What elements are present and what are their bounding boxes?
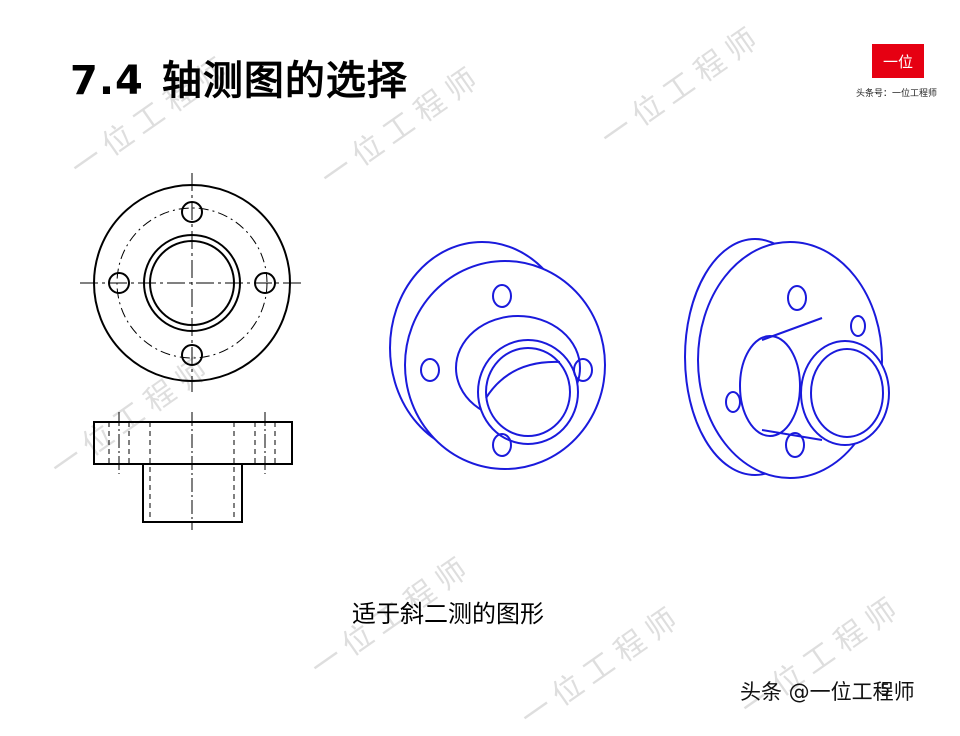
page-title: 7.4 轴测图的选择 [70,48,408,106]
section-number: 7.4 [70,58,144,104]
oblique-hole-right [573,358,593,382]
oblique-hole-bottom [492,433,512,457]
brand-logo: 一位 [872,44,924,78]
oblique2-hole-right [850,315,866,337]
page-number: 5 [880,680,891,699]
brand-subtitle: 头条号：一位工程师 [856,89,938,99]
hub2-back [739,335,801,437]
top-view [80,173,304,392]
hub-front-outer [477,339,579,445]
oblique-hole-left [420,358,440,382]
oblique2-hole-bottom [785,432,805,458]
front-view [93,412,293,530]
hidden-lines [108,422,276,522]
hub-front-inner [485,347,571,437]
footer-credit: 头条 @一位工程师 [740,680,915,704]
hub-bore-arc [485,360,561,399]
technical-drawing [80,173,890,530]
oblique2-hole-top [787,285,807,311]
oblique-hole-top [492,284,512,308]
figure-caption: 适于斜二测的图形 [352,600,544,628]
hub2-front-outer [800,340,890,446]
hub2-front-inner [810,348,884,438]
oblique2-hole-left [725,391,741,413]
oblique-view-1 [389,241,606,470]
flange-rect [93,421,293,465]
oblique-view-2 [684,238,890,479]
centerlines-front [118,412,266,530]
section-title: 轴测图的选择 [161,58,408,104]
